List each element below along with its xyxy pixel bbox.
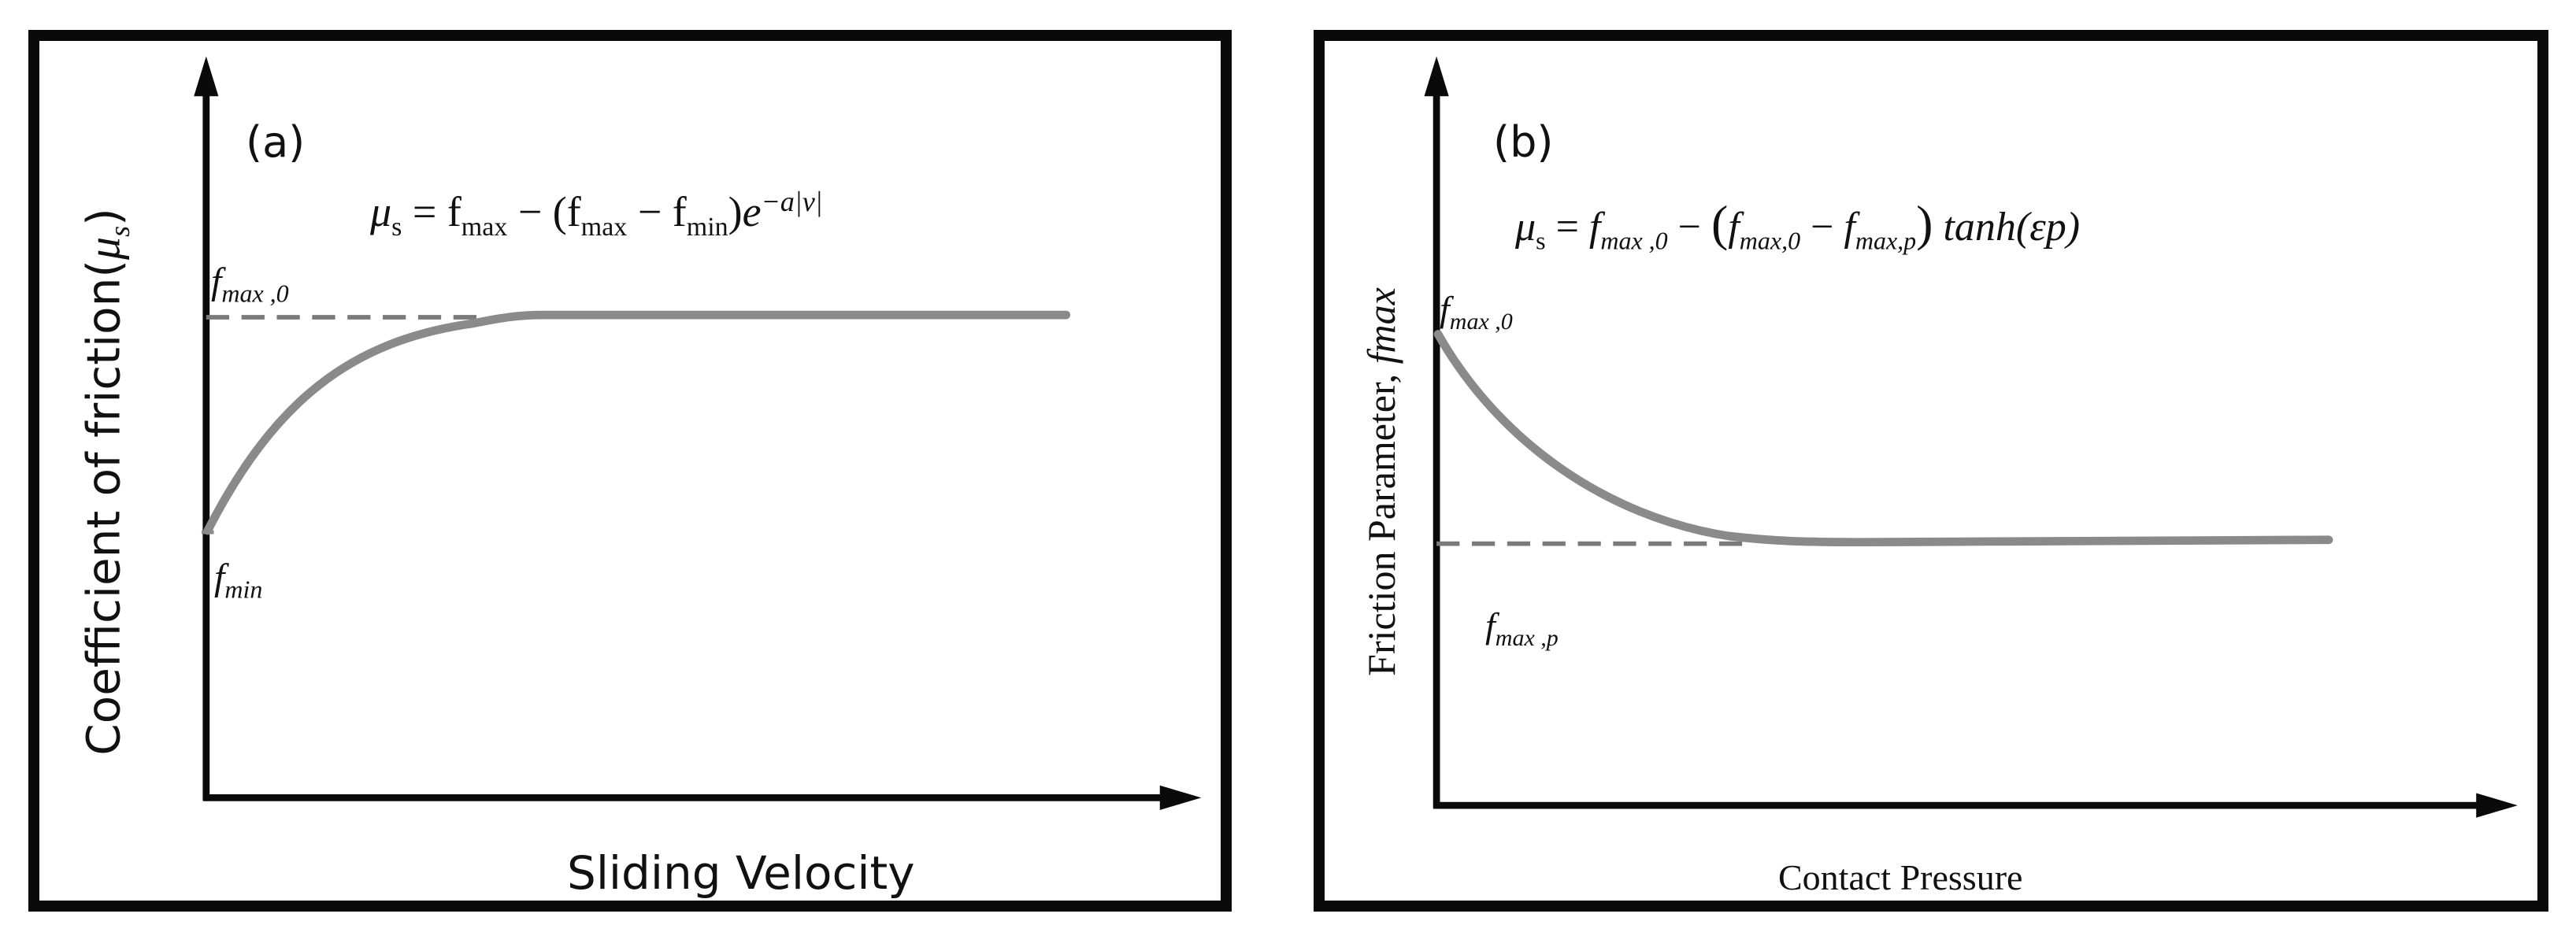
panel-b-equation: μs = fmax ,0 − (fmax,0 − fmax,p) tanh(εp…	[1515, 195, 2081, 255]
fmax0-label-a: fmax ,0	[211, 261, 289, 308]
y-axis-label-a: Coefficient of friction(μs)	[76, 208, 136, 756]
panel-b-tag: (b)	[1493, 117, 1554, 167]
x-axis-label-a: Sliding Velocity	[567, 846, 915, 900]
x-axis-label-b: Contact Pressure	[1778, 857, 2023, 897]
panel-b: (b) μs = fmax ,0 − (fmax,0 − fmax,p) tan…	[1314, 30, 2548, 912]
panel-a-tag: (a)	[246, 117, 306, 167]
x-axis-arrowhead-b	[2476, 793, 2518, 818]
panel-a-equation: μs = fmax − (fmax − fmin)e−a|v|	[370, 186, 823, 242]
fmaxp-label: fmax ,p	[1485, 605, 1559, 652]
y-axis-label-b: Friction Parameter, fmax	[1359, 287, 1403, 676]
fmin-label: fmin	[214, 557, 263, 604]
fmax0-label-b: fmax ,0	[1440, 289, 1513, 335]
friction-curve-a	[203, 310, 1071, 535]
panel-a-plot	[194, 56, 1202, 810]
panel-b-plot	[1424, 56, 2518, 818]
y-axis-arrowhead-b	[1424, 56, 1449, 97]
friction-curve-b	[1433, 330, 2333, 547]
x-axis-arrowhead	[1159, 785, 1202, 810]
y-axis-arrowhead	[194, 56, 219, 97]
panel-a: (a) μs = fmax − (fmax − fmin)e−a|v| fmax…	[28, 30, 1232, 912]
